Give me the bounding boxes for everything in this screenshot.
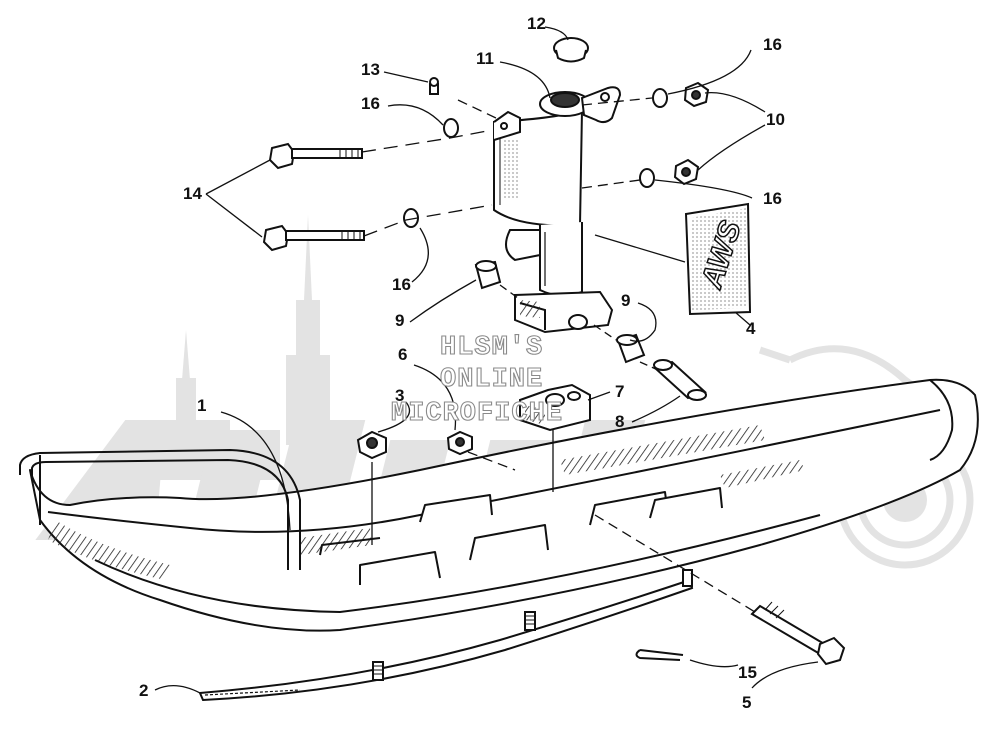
saddle-part bbox=[519, 383, 591, 432]
callout-7: 7 bbox=[615, 382, 625, 401]
lock-nut-part bbox=[356, 430, 387, 460]
callout-16-bottom-left: 16 bbox=[392, 275, 411, 294]
watermark-line-1: HLSM'S bbox=[439, 333, 544, 363]
sleeve-part bbox=[653, 359, 707, 401]
lock-washer-part bbox=[652, 88, 668, 108]
callout-16-right: 16 bbox=[763, 189, 782, 208]
callout-5: 5 bbox=[742, 693, 752, 712]
callout-10: 10 bbox=[766, 110, 785, 129]
callout-2: 2 bbox=[139, 681, 149, 700]
callout-3: 3 bbox=[395, 386, 405, 405]
watermark-line-3: MICROFICHE bbox=[390, 399, 564, 429]
callout-9-right: 9 bbox=[621, 291, 631, 310]
small-parts bbox=[262, 37, 846, 666]
callout-16-top-right: 16 bbox=[763, 35, 782, 54]
watermark-line-2: ONLINE bbox=[439, 365, 544, 395]
callout-9-left: 9 bbox=[395, 311, 405, 330]
spindle-housing bbox=[493, 86, 622, 334]
leader-lines bbox=[154, 26, 819, 694]
ski-body bbox=[29, 378, 979, 632]
callout-1: 1 bbox=[197, 396, 207, 415]
wear-bar bbox=[198, 569, 694, 702]
bushing-part bbox=[616, 333, 646, 364]
callout-13: 13 bbox=[361, 60, 380, 79]
grease-fitting-part bbox=[429, 77, 439, 95]
bushing-part bbox=[474, 260, 502, 290]
callout-4: 4 bbox=[746, 319, 756, 338]
callout-8: 8 bbox=[615, 412, 625, 431]
callout-6: 6 bbox=[398, 345, 408, 364]
cotter-pin-part bbox=[635, 649, 684, 661]
callout-15: 15 bbox=[738, 663, 757, 682]
lock-nut-part bbox=[446, 430, 473, 456]
lock-washer-part bbox=[639, 168, 655, 188]
ski-handle-loop bbox=[19, 448, 301, 570]
aws-decal: AWS bbox=[684, 202, 752, 316]
long-bolt-part bbox=[750, 601, 846, 666]
bolt-part bbox=[268, 142, 363, 170]
callout-11: 11 bbox=[476, 49, 494, 68]
callout-12: 12 bbox=[527, 14, 546, 33]
lock-washer-part bbox=[443, 118, 459, 138]
callout-14: 14 bbox=[183, 184, 202, 203]
callout-16-top-left: 16 bbox=[361, 94, 380, 113]
cap-part bbox=[553, 37, 589, 63]
bolt-part bbox=[262, 224, 365, 252]
